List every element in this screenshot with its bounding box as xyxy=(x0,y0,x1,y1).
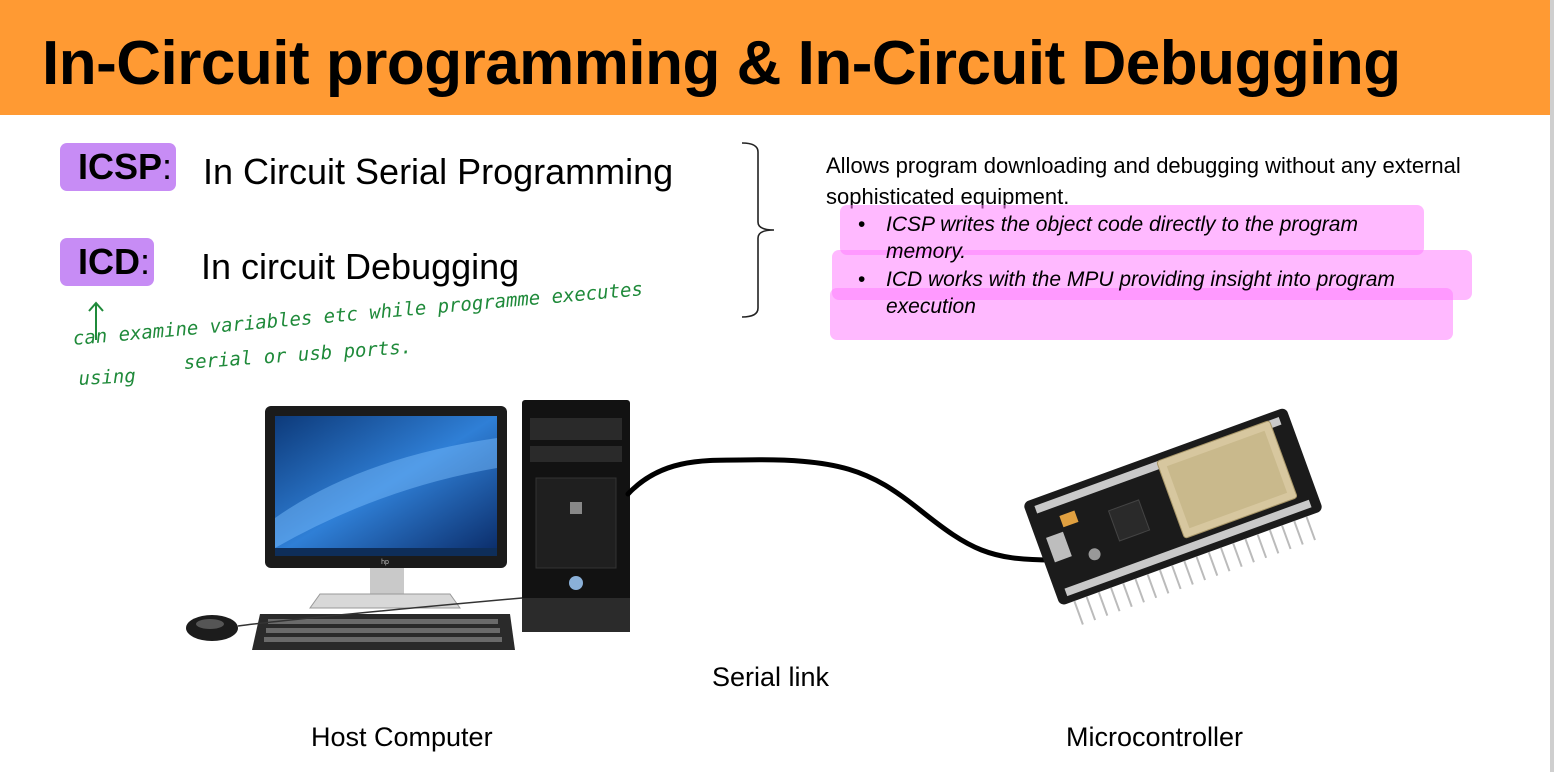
slide-edge xyxy=(1550,0,1554,772)
icd-abbr-badge: ICD: xyxy=(60,238,155,286)
bullet-text-icsp: ICSP writes the object code directly to … xyxy=(886,213,1358,263)
brace-icon xyxy=(741,142,775,318)
bullet-item-icd: • ICD works with the MPU providing insig… xyxy=(858,266,1446,320)
serial-link-label: Serial link xyxy=(712,662,830,692)
up-arrow-icon xyxy=(88,301,104,340)
bullet-marker: • xyxy=(858,268,866,291)
slide-title: In-Circuit programming & In-Circuit Debu… xyxy=(42,29,1401,98)
handwritten-note-using: using xyxy=(78,365,137,390)
icsp-abbr-badge: ICSP: xyxy=(60,143,177,191)
intro-text: Allows program downloading and debugging… xyxy=(826,153,1461,209)
host-computer-label: Host Computer xyxy=(311,722,493,752)
icd-colon: : xyxy=(140,241,151,282)
icsp-colon: : xyxy=(162,146,173,187)
icd-abbr: ICD xyxy=(78,241,140,282)
icsp-description: In Circuit Serial Programming xyxy=(203,151,674,192)
icsp-row: ICSP: xyxy=(60,143,177,191)
serial-link-cable xyxy=(625,457,1055,563)
icsp-abbr: ICSP xyxy=(78,146,163,187)
bullet-text-icd: ICD works with the MPU providing insight… xyxy=(886,268,1395,318)
bullet-highlight-1 xyxy=(840,205,1424,255)
bullet-highlight-3 xyxy=(830,288,1453,340)
icd-row: ICD: xyxy=(60,238,155,286)
host-computer-image: hp xyxy=(186,400,630,650)
microcontroller-label: Microcontroller xyxy=(1066,722,1244,752)
bullet-item-icsp: • ICSP writes the object code directly t… xyxy=(858,211,1426,265)
title-bar: In-Circuit programming & In-Circuit Debu… xyxy=(0,0,1550,115)
bullet-marker: • xyxy=(858,213,866,236)
monitor-logo-text: hp xyxy=(381,559,389,566)
microcontroller-board-image xyxy=(1024,408,1322,625)
icd-description: In circuit Debugging xyxy=(201,246,520,287)
handwritten-note-line2: serial or usb ports. xyxy=(183,336,413,374)
